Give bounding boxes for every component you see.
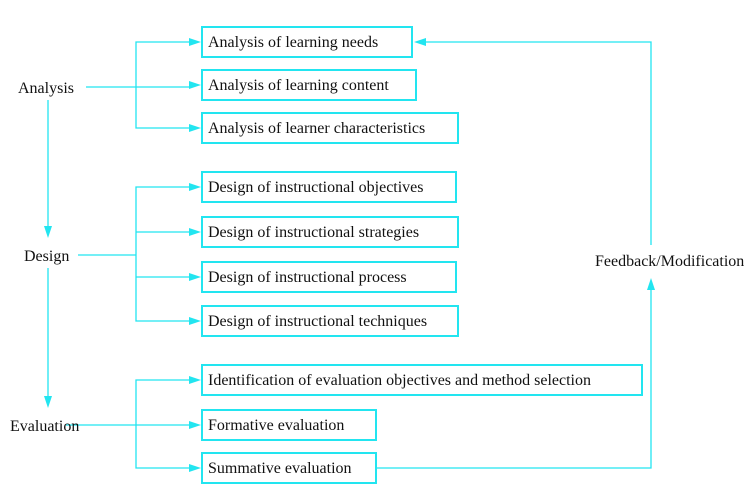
step-box-border [201,452,377,484]
step-box-border [201,26,413,58]
step-box: Analysis of learning needs [201,26,413,58]
arrow-feedback-up [647,278,655,290]
branch-arrowhead [189,124,201,132]
arrow-to-evaluation [44,396,52,408]
step-label: Identification of evaluation objectives … [208,372,591,389]
branch-arrowheads [189,38,201,472]
branch-arrowhead [189,183,201,191]
branch-arrowhead [189,317,201,325]
step-box-border [201,305,459,337]
branch-arrowhead [189,376,201,384]
step-label: Design of instructional process [208,269,407,286]
step-box-border [201,69,417,101]
step-box: Design of instructional techniques [201,305,459,337]
stage-label-design: Design [24,248,69,265]
step-box: Design of instructional objectives [201,171,457,203]
step-label: Analysis of learner characteristics [208,120,425,137]
branch-arrowhead [189,421,201,429]
step-box: Formative evaluation [201,409,377,441]
step-box-border [201,216,459,248]
step-box: Design of instructional strategies [201,216,459,248]
branch-arrowhead [189,38,201,46]
step-label: Analysis of learning needs [208,34,378,51]
connector-lines [44,38,655,469]
branch-arrowhead [189,273,201,281]
step-box-border [201,409,377,441]
step-box-border [201,364,643,396]
branch-arrowhead [189,81,201,89]
step-box: Summative evaluation [201,452,377,484]
step-label: Design of instructional techniques [208,313,427,330]
feedback-label: Feedback/Modification [595,253,744,270]
step-label: Formative evaluation [208,417,344,434]
arrow-feedback-left [414,38,426,46]
step-box-border [201,171,457,203]
step-box-border [201,112,459,144]
arrow-to-design [44,226,52,238]
step-box-border [201,261,457,293]
stage-label-analysis: Analysis [18,80,74,97]
stage-label-evaluation: Evaluation [10,418,79,435]
step-label: Summative evaluation [208,460,352,477]
step-label: Analysis of learning content [208,77,389,94]
step-box: Identification of evaluation objectives … [201,364,643,396]
step-box: Analysis of learning content [201,69,417,101]
step-box: Analysis of learner characteristics [201,112,459,144]
branch-arrowhead [189,464,201,472]
branch-arrowhead [189,228,201,236]
step-label: Design of instructional objectives [208,179,424,196]
step-box: Design of instructional process [201,261,457,293]
step-label: Design of instructional strategies [208,224,419,241]
